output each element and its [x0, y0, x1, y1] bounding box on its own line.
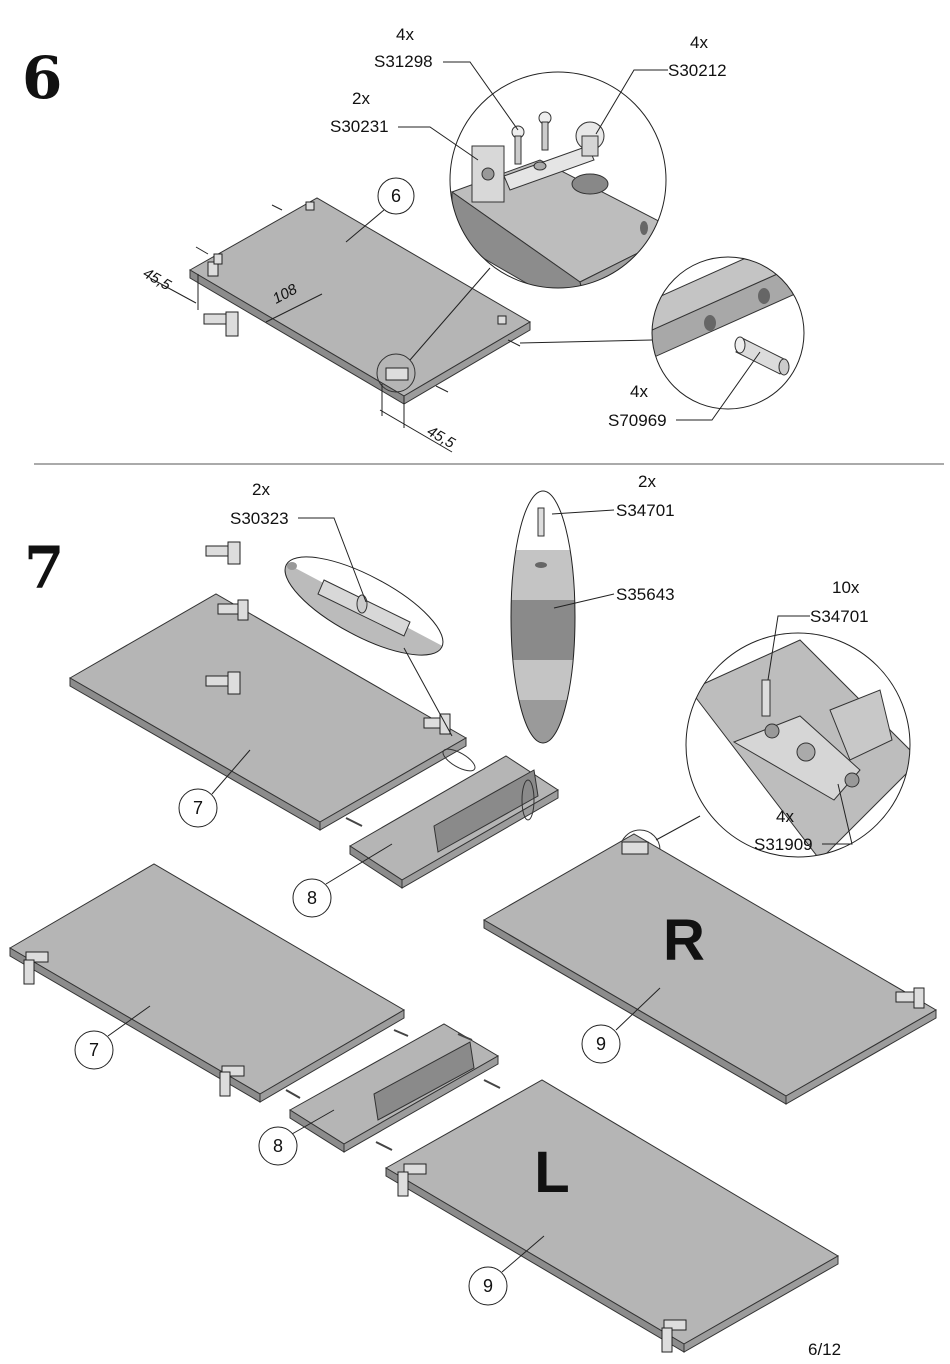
- panel-9-right: [483, 833, 937, 1105]
- dowel-pins: [285, 817, 501, 1151]
- fitting-leader: [553, 593, 615, 609]
- part-number-9: 9: [596, 1034, 606, 1054]
- detail-rail-ellipse: [510, 490, 576, 744]
- fitting-code: S31298: [374, 52, 433, 71]
- fitting-code: S30323: [230, 509, 289, 528]
- fitting-leader: [676, 351, 761, 421]
- fitting-code: S70969: [608, 411, 667, 430]
- hinge-icons: [205, 541, 451, 735]
- fitting-leader: [767, 615, 810, 681]
- fitting-code: S30212: [668, 61, 727, 80]
- panel-6-fittings: [195, 201, 521, 393]
- part-callout-9-right: 9: [581, 987, 661, 1064]
- detail-magnifier-2: [651, 256, 805, 410]
- side-marker-left: L: [534, 1140, 569, 1205]
- fitting-code: S34701: [810, 607, 869, 626]
- detail-leader: [655, 815, 701, 841]
- part-leader: [345, 209, 385, 243]
- part-callout-7-bottom: 7: [74, 1005, 151, 1070]
- part-callout-7-top: 7: [178, 749, 251, 828]
- fitting-code: S34701: [616, 501, 675, 520]
- fitting-qty: 2x: [352, 89, 370, 108]
- fitting-leader: [551, 509, 615, 515]
- fitting-qty: 4x: [630, 382, 648, 401]
- part-callout-9-left: 9: [468, 1235, 545, 1306]
- rail-8-bottom: [289, 1023, 499, 1153]
- part-callout: [377, 177, 415, 215]
- fitting-qty: 4x: [776, 807, 794, 826]
- panel-9-left: [384, 1079, 839, 1353]
- detail-callout: [442, 748, 476, 772]
- detail-callout: [521, 779, 535, 821]
- page-number: 6/12: [808, 1340, 841, 1359]
- fitting-leader: [595, 69, 668, 135]
- fitting-qty: 2x: [638, 472, 656, 491]
- part-callout-8-top: 8: [292, 843, 393, 918]
- panel-7-bottom: [9, 863, 405, 1103]
- panel-7-top: [68, 593, 468, 831]
- rail-8-top: [349, 755, 559, 889]
- fitting-leader: [398, 126, 479, 161]
- fitting-qty: 2x: [252, 480, 270, 499]
- fitting-code: S31909: [754, 835, 813, 854]
- part-number-7: 7: [89, 1040, 99, 1060]
- part-number-6: 6: [391, 186, 401, 206]
- detail-leader: [403, 647, 453, 737]
- dimension-bottom: 45,5: [424, 423, 458, 453]
- part-number-9: 9: [483, 1276, 493, 1296]
- panel-6: [189, 197, 531, 405]
- detail-hinge-magnifier: [685, 632, 911, 858]
- detail-magnifier-1: [449, 71, 667, 289]
- dimension-lines: [149, 274, 453, 453]
- step-6-number: 6: [22, 44, 62, 112]
- fitting-code: S30231: [330, 117, 389, 136]
- fitting-qty: 4x: [396, 25, 414, 44]
- step-7-number: 7: [24, 534, 64, 602]
- side-marker-right: R: [663, 908, 705, 973]
- fitting-leader: [443, 61, 519, 131]
- part-number-7: 7: [193, 798, 203, 818]
- part-callout-8-bottom: 8: [258, 1109, 335, 1166]
- fitting-qty: 4x: [690, 33, 708, 52]
- dimension-left: 45,5: [140, 265, 174, 295]
- part-number-8: 8: [273, 1136, 283, 1156]
- fitting-leader: [298, 517, 367, 603]
- part-number-8: 8: [307, 888, 317, 908]
- fitting-leader: [822, 783, 853, 845]
- hinge-icons-lower: [23, 841, 925, 1353]
- fitting-code: S35643: [616, 585, 675, 604]
- detail-callout-circle: [376, 353, 416, 393]
- fitting-qty: 10x: [832, 578, 860, 597]
- dowel-leader: [519, 339, 653, 344]
- detail-leader: [409, 267, 491, 361]
